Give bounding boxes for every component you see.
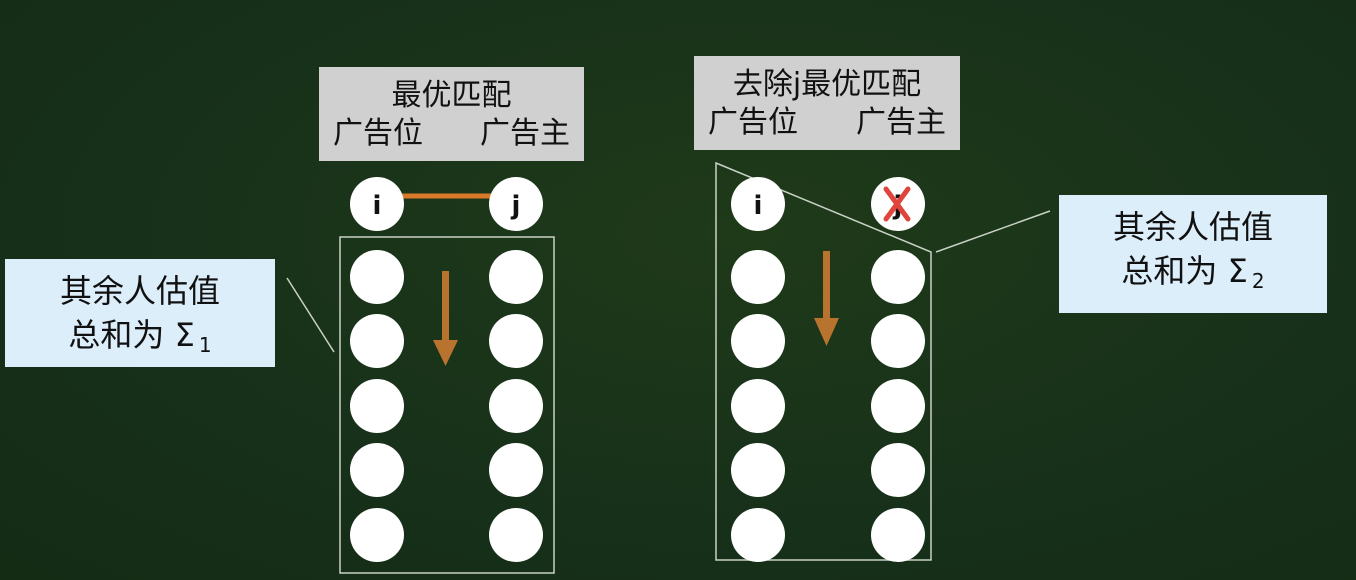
slot-node — [350, 508, 404, 562]
slot-node-i-label-2: i — [754, 191, 763, 221]
down-arrow-icon — [814, 251, 839, 346]
slot-node-i — [350, 177, 404, 231]
right-header-title: 去除j最优匹配 — [732, 67, 922, 102]
slot-node — [350, 250, 404, 304]
advertiser-node — [871, 508, 925, 562]
slot-node — [350, 443, 404, 497]
right-note-sum-text: 总和为 Σ — [1121, 252, 1248, 290]
left-advertiser-label: 广告主 — [480, 116, 570, 151]
advertiser-node — [489, 443, 543, 497]
right-callout-line — [935, 210, 1051, 253]
advertiser-node — [489, 379, 543, 433]
left-slot-label: 广告位 — [333, 116, 423, 151]
slot-node — [731, 314, 785, 368]
down-arrow-icon — [433, 271, 458, 366]
left-callout-line — [286, 277, 335, 353]
right-advertiser-label: 广告主 — [856, 105, 946, 140]
slot-node — [731, 443, 785, 497]
left-header-title: 最优匹配 — [391, 78, 512, 113]
advertiser-node-j-label: j — [511, 191, 521, 221]
cross-icon — [883, 186, 911, 222]
slot-node-i — [731, 177, 785, 231]
slot-node — [350, 379, 404, 433]
advertiser-node — [489, 314, 543, 368]
advertiser-node-j — [489, 177, 543, 231]
advertiser-node — [871, 443, 925, 497]
right-slot-label: 广告位 — [708, 105, 798, 140]
right-note-subscript: 2 — [1251, 269, 1265, 293]
advertiser-node — [489, 250, 543, 304]
slot-node-i-label: i — [373, 191, 382, 221]
left-header-columns: 广告位 广告主 — [319, 115, 584, 153]
left-header-label: 最优匹配 广告位 广告主 — [319, 67, 584, 161]
advertiser-node — [489, 508, 543, 562]
right-note-line1: 其余人估值 — [1112, 208, 1273, 246]
left-note-line1: 其余人估值 — [59, 272, 220, 310]
remaining-group-outline — [339, 236, 555, 574]
slot-node — [731, 508, 785, 562]
advertiser-node — [871, 379, 925, 433]
right-header-label: 去除j最优匹配 广告位 广告主 — [694, 56, 960, 150]
advertiser-node — [871, 250, 925, 304]
right-header-columns: 广告位 广告主 — [694, 104, 960, 142]
left-note-sum-text: 总和为 Σ — [68, 316, 195, 354]
slot-node — [731, 250, 785, 304]
slot-node — [731, 379, 785, 433]
advertiser-node — [871, 314, 925, 368]
slot-node — [350, 314, 404, 368]
remaining-group-outline-2 — [715, 161, 932, 561]
left-note-subscript: 1 — [198, 333, 212, 357]
